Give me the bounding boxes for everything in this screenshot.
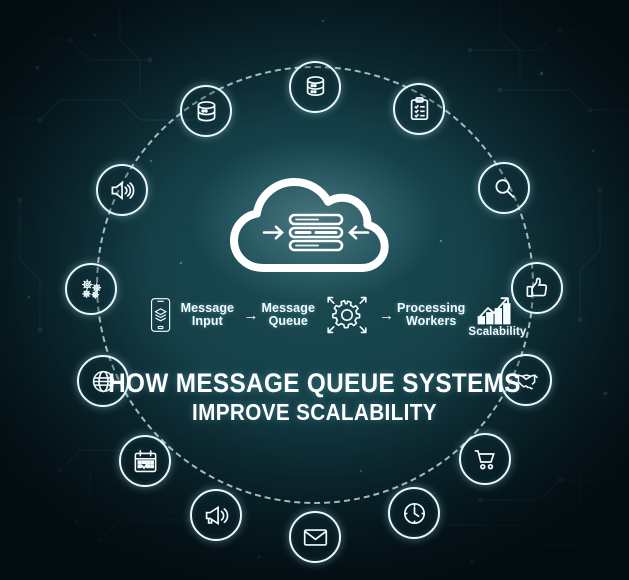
- clock-icon: [403, 502, 425, 524]
- flow-step-input: Message Input →: [150, 290, 259, 340]
- flow-scalability-label: Scalability: [468, 325, 527, 338]
- flow-step-workers: Processing Workers: [397, 302, 465, 328]
- database-small-icon: [197, 100, 215, 121]
- speaker-icon: [111, 180, 134, 200]
- growth-chart-icon: [478, 296, 511, 324]
- envelope-icon: [303, 528, 327, 546]
- globe-icon: [92, 370, 114, 392]
- badge-clipboard-checklist-icon[interactable]: [393, 83, 445, 135]
- cloud-queue-graphic: [190, 138, 440, 304]
- badge-database-small-icon[interactable]: [180, 85, 232, 137]
- badge-globe-icon[interactable]: [77, 355, 129, 407]
- page-title-line2: IMPROVE SCALABILITY: [192, 399, 437, 425]
- badge-envelope-icon[interactable]: [289, 511, 341, 563]
- cloud-glow: [190, 138, 440, 304]
- badge-megaphone-icon[interactable]: [190, 489, 242, 541]
- badge-thumbs-up-icon[interactable]: [511, 262, 563, 314]
- thumbs-up-icon: [526, 277, 547, 297]
- flow-input-arrow: →: [243, 306, 259, 324]
- flow-workers-label: Processing Workers: [397, 301, 466, 328]
- shopping-cart-icon: [474, 449, 495, 469]
- badge-speaker-icon[interactable]: [96, 164, 148, 216]
- search-icon: [494, 178, 514, 198]
- smartphone-layers-icon: [150, 298, 171, 332]
- flow-workers-arrow: →: [379, 306, 395, 324]
- message-flow-strip: Message Input → Message Queue → Proces: [150, 286, 526, 344]
- title-block: HOW MESSAGE QUEUE SYSTEMS IMPROVE SCALAB…: [0, 368, 629, 426]
- badge-handshake-icon[interactable]: [500, 354, 552, 406]
- handshake-icon: [514, 373, 538, 389]
- database-icon: [306, 75, 324, 96]
- gear-distribute-icon: [327, 296, 367, 334]
- badge-calendar-check-icon[interactable]: [119, 435, 171, 487]
- badge-shopping-cart-icon[interactable]: [459, 433, 511, 485]
- badge-search-icon[interactable]: [478, 162, 530, 214]
- flow-input-label: Message Input: [180, 301, 235, 328]
- flow-step-scalability: Scalability: [468, 292, 526, 339]
- page-title-line1: HOW MESSAGE QUEUE SYSTEMS: [108, 368, 521, 398]
- flow-queue-label: Message Queue: [261, 301, 316, 328]
- flow-step-queue: Message Queue →: [261, 289, 395, 341]
- badge-clock-icon[interactable]: [388, 487, 440, 539]
- badge-database-icon[interactable]: [289, 61, 341, 113]
- megaphone-icon: [205, 505, 228, 525]
- clipboard-checklist-icon: [410, 96, 428, 120]
- gears-icon: [81, 278, 101, 299]
- cloud-queue-icon: [230, 178, 389, 272]
- calendar-check-icon: [134, 449, 156, 472]
- badge-gears-icon[interactable]: [65, 263, 117, 315]
